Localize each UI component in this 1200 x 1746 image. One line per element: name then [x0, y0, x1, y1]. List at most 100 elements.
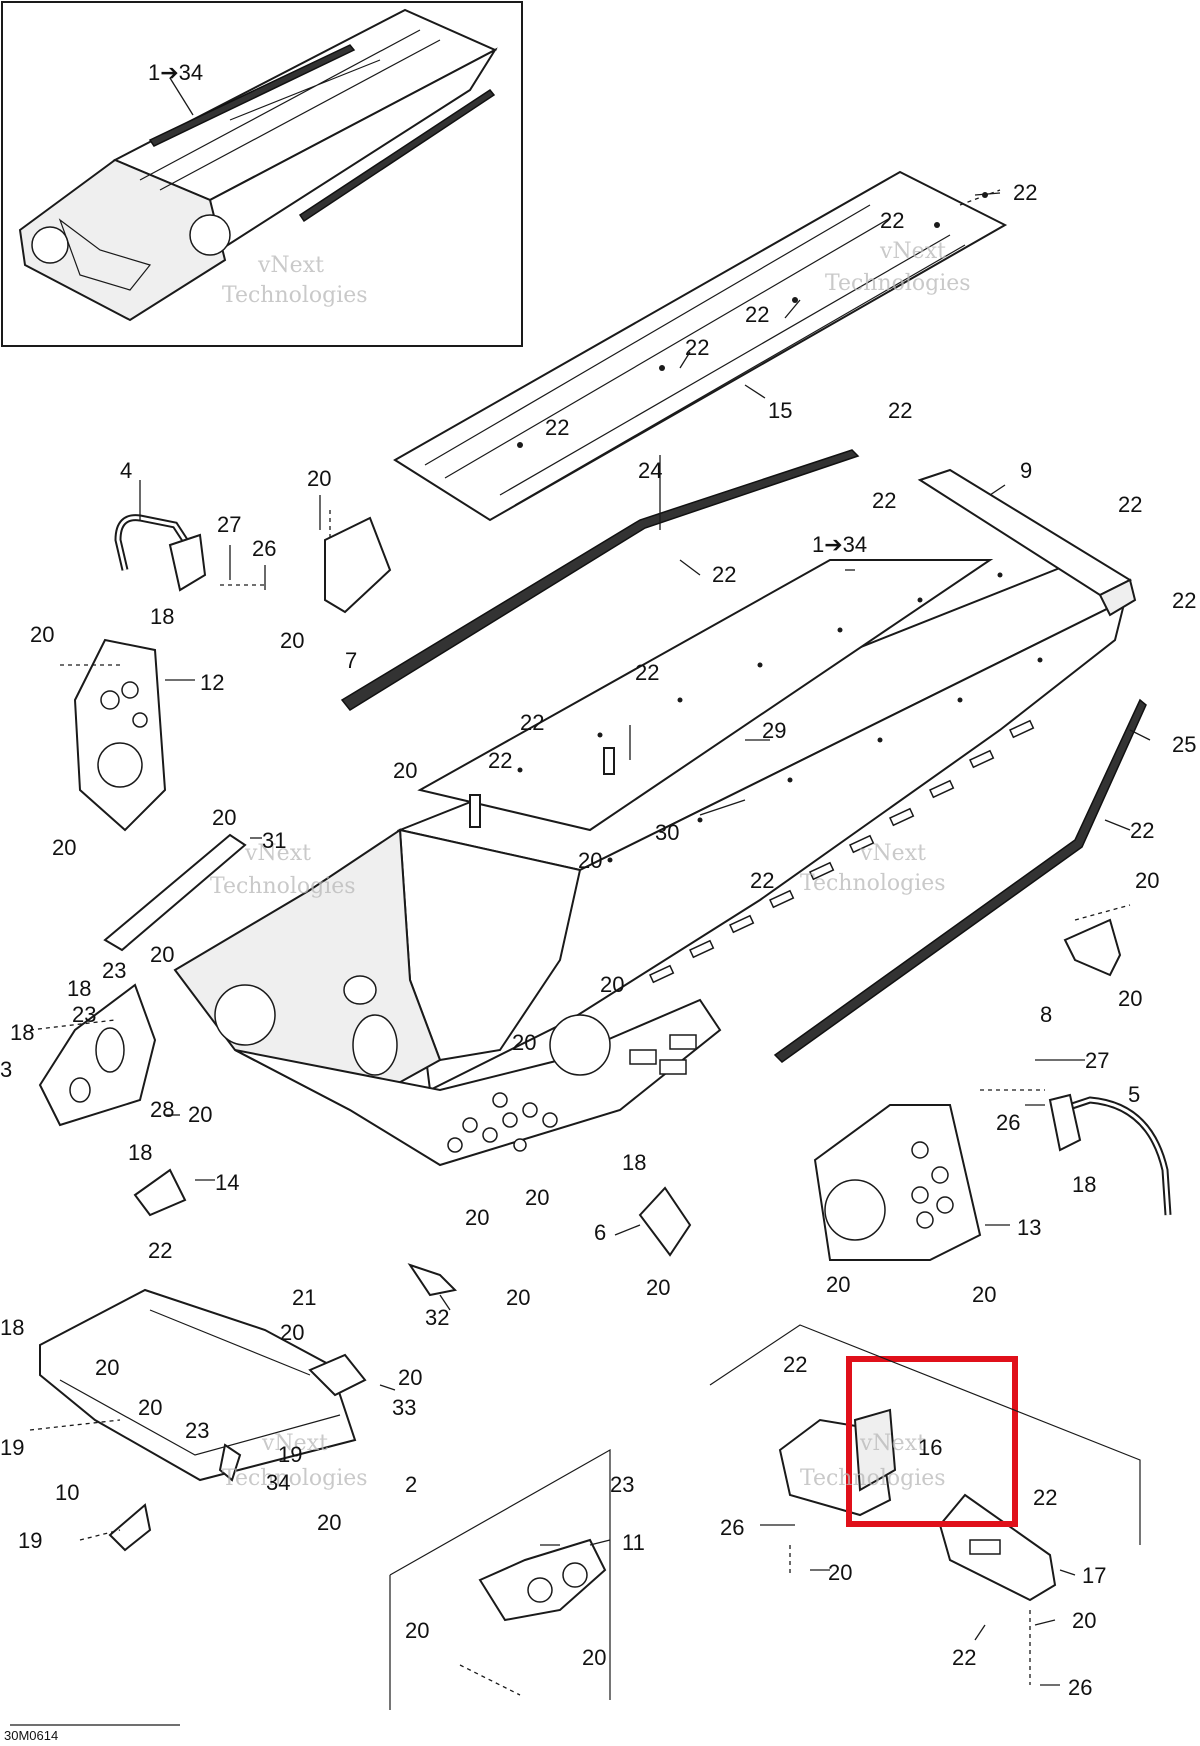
callout-label-22-l: 22	[520, 710, 544, 735]
callout-label-18-f: 18	[1072, 1172, 1096, 1197]
callout-label-20-l: 20	[512, 1030, 536, 1055]
callout-label-22-f: 22	[888, 398, 912, 423]
callout-label-22-n: 22	[750, 868, 774, 893]
callout-label-18-e: 18	[128, 1140, 152, 1165]
callout-label-20-aa: 20	[405, 1618, 429, 1643]
watermark-technologies: Technologies	[800, 1466, 946, 1491]
watermark-vnext: vNext	[879, 239, 946, 264]
callout-label-20-p: 20	[646, 1275, 670, 1300]
callout-label-22-j: 22	[712, 562, 736, 587]
callout-label-22-m: 22	[488, 748, 512, 773]
part-32-clip	[407, 1263, 458, 1297]
highlight-box	[846, 1356, 1018, 1527]
callout-label-20-k: 20	[600, 972, 624, 997]
watermark-vnext: vNext	[244, 841, 311, 866]
callout-labels: 1➔3422222222152222229222224221➔344272618…	[0, 60, 1196, 1700]
callout-label-20-x: 20	[317, 1510, 341, 1535]
watermark-technologies: Technologies	[222, 283, 368, 308]
callout-label-23-c: 23	[185, 1418, 209, 1443]
callout-label-20-z: 20	[1072, 1608, 1096, 1633]
watermark-technologies: Technologies	[222, 1466, 368, 1491]
part-7-bracket	[324, 516, 392, 614]
callout-label-6: 6	[594, 1220, 606, 1245]
callout-label-10: 10	[55, 1480, 79, 1505]
watermark-technologies: Technologies	[800, 871, 946, 896]
callout-label-18-c: 18	[10, 1020, 34, 1045]
callout-label-26-a: 26	[252, 536, 276, 561]
callout-label-16: 16	[918, 1435, 942, 1460]
part-8-bracket	[1063, 918, 1122, 977]
callout-label-20-n: 20	[525, 1185, 549, 1210]
callout-label-20-w: 20	[138, 1395, 162, 1420]
watermark-vnext: vNext	[859, 1431, 926, 1456]
callout-label-20-d: 20	[393, 758, 417, 783]
callout-label-9: 9	[1020, 458, 1032, 483]
callout-label-20-u: 20	[95, 1355, 119, 1380]
callout-label-17: 17	[1082, 1563, 1106, 1588]
callout-label-12: 12	[200, 670, 224, 695]
callout-label-20-a: 20	[307, 466, 331, 491]
callout-label-23-a: 23	[102, 958, 126, 983]
callout-label-14: 14	[215, 1170, 239, 1195]
callout-label-33: 33	[392, 1395, 416, 1420]
callout-label-22-e: 22	[545, 415, 569, 440]
callout-label-27-b: 27	[1085, 1048, 1109, 1073]
watermark-vnext: vNext	[261, 1431, 328, 1456]
floor-holes	[447, 1034, 697, 1153]
part-12-plate	[73, 638, 167, 832]
callout-label-26-c: 26	[720, 1515, 744, 1540]
diagram-code: 30M0614	[4, 1728, 58, 1743]
callout-label-4: 4	[120, 458, 132, 483]
callout-label-8: 8	[1040, 1002, 1052, 1027]
group-outlines	[10, 1324, 1141, 1726]
callout-label-20-i: 20	[150, 942, 174, 967]
callout-label-26-b: 26	[996, 1110, 1020, 1135]
callout-label-34: 34	[266, 1470, 290, 1495]
callout-label-5: 5	[1128, 1082, 1140, 1107]
callout-label-22-o: 22	[1130, 818, 1154, 843]
callout-label-3: 3	[0, 1057, 12, 1082]
callout-label-18-a: 18	[150, 604, 174, 629]
callout-label-19-a: 19	[0, 1435, 24, 1460]
slide-rail-24	[340, 449, 860, 711]
part-3-bracket	[38, 983, 157, 1127]
callout-label-20-v: 20	[398, 1365, 422, 1390]
callout-label-25: 25	[1172, 732, 1196, 757]
callout-label-20-f: 20	[212, 805, 236, 830]
part-17-bracket	[938, 1493, 1057, 1602]
callout-label-21: 21	[292, 1285, 316, 1310]
part-9-bracket	[917, 468, 1137, 617]
tunnel-rivets	[517, 572, 1043, 863]
callout-label-13: 13	[1017, 1215, 1041, 1240]
watermark-vnext: vNext	[257, 253, 324, 278]
leader-lines	[139, 192, 1151, 1686]
callout-label-20-q: 20	[826, 1272, 850, 1297]
callout-label-27-a: 27	[217, 512, 241, 537]
callout-label-32: 32	[425, 1305, 449, 1330]
callout-label-22-g: 22	[872, 488, 896, 513]
callout-label-19-b: 19	[278, 1442, 302, 1467]
callout-label-1-34-main: 1➔34	[812, 532, 867, 557]
callout-label-20-b: 20	[280, 628, 304, 653]
callout-label-15: 15	[768, 398, 792, 423]
watermark-technologies: Technologies	[210, 874, 356, 899]
callout-label-18-d: 18	[622, 1150, 646, 1175]
callout-label-22-r: 22	[1033, 1485, 1057, 1510]
inset-overview	[1, 1, 523, 347]
callout-label-22-h: 22	[1118, 492, 1142, 517]
hardware-dashes	[29, 189, 1131, 1696]
part-6-bracket	[638, 1186, 692, 1257]
watermark-vnext: vNext	[859, 841, 926, 866]
callout-label-20-h: 20	[1135, 868, 1159, 893]
bottom-left-group	[39, 1288, 367, 1552]
tunnel-slots	[649, 719, 1035, 984]
callout-label-28: 28	[150, 1097, 174, 1122]
callout-label-18-g: 18	[0, 1315, 24, 1340]
callout-label-20-t: 20	[280, 1320, 304, 1345]
callout-label-2: 2	[405, 1472, 417, 1497]
callout-label-20-o: 20	[465, 1205, 489, 1230]
callout-label-20-s: 20	[506, 1285, 530, 1310]
callout-label-18-b: 18	[67, 976, 91, 1001]
part-5-handle	[1048, 1093, 1172, 1216]
slide-rail-25	[773, 698, 1147, 1063]
